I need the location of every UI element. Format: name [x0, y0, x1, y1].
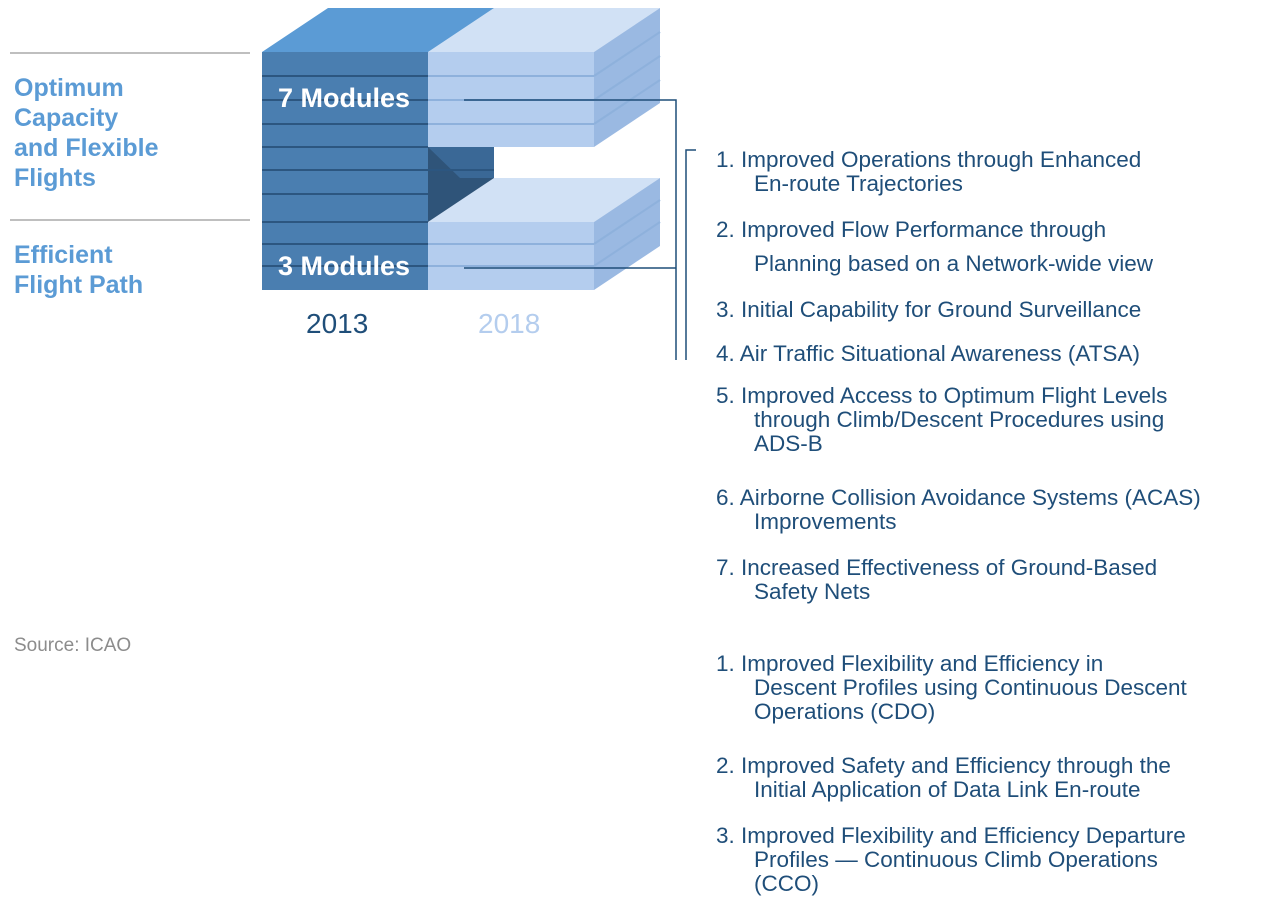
list-item: 4. Air Traffic Situational Awareness (AT… [716, 342, 1140, 366]
list-item-line: En-route Trajectories [754, 171, 963, 196]
list-item-line: Initial Application of Data Link En-rout… [754, 777, 1141, 802]
list-item: 5. Improved Access to Optimum Flight Lev… [716, 384, 1167, 456]
list-item-line: (CCO) [754, 871, 819, 896]
block-2018-bottom [428, 178, 661, 290]
divider-top [10, 52, 250, 54]
list-item-line: Operations (CDO) [754, 699, 936, 724]
list-item: 1. Improved Flexibility and Efficiency i… [716, 652, 1187, 724]
list-item-line: Profiles — Continuous Climb Operations [754, 847, 1158, 872]
module-block-diagram [262, 8, 696, 360]
list-item-line: through Climb/Descent Procedures using [754, 407, 1165, 432]
list-item-line: 3. Initial Capability for Ground Surveil… [716, 297, 1142, 322]
block-2013 [262, 8, 494, 290]
list-item-line: Planning based on a Network-wide view [754, 251, 1153, 276]
list-item-line: 2. Improved Flow Performance through [716, 217, 1107, 242]
list-item-line: 6. Airborne Collision Avoidance Systems … [716, 485, 1201, 510]
list-item-line: 1. Improved Operations through Enhanced [716, 147, 1142, 172]
list-item-line: Descent Profiles using Continuous Descen… [754, 675, 1187, 700]
year-2013: 2013 [306, 308, 369, 339]
list-item-line: Safety Nets [754, 579, 871, 604]
list-item: 2. Improved Safety and Efficiency throug… [716, 754, 1171, 802]
list-item-line: 1. Improved Flexibility and Efficiency i… [716, 651, 1104, 676]
list-item-line: 3. Improved Flexibility and Efficiency D… [716, 823, 1186, 848]
list-item: 3. Initial Capability for Ground Surveil… [716, 298, 1141, 322]
list-item: 6. Airborne Collision Avoidance Systems … [716, 486, 1201, 534]
list-item: 7. Increased Effectiveness of Ground-Bas… [716, 556, 1157, 604]
block-2018-top [428, 8, 661, 147]
divider-middle [10, 219, 250, 221]
modules-label-bottom: 3 Modules [278, 251, 411, 281]
list-item-line: 7. Increased Effectiveness of Ground-Bas… [716, 555, 1158, 580]
list-item: 3. Improved Flexibility and Efficiency D… [716, 824, 1186, 896]
list-item: 1. Improved Operations through Enhanced … [716, 148, 1141, 196]
list-item-line: 4. Air Traffic Situational Awareness (AT… [716, 341, 1140, 366]
list-item-line: Improvements [754, 509, 897, 534]
source-note: Source: ICAO [14, 635, 132, 656]
modules-label-top: 7 Modules [278, 83, 411, 113]
list-item-line: ADS-B [754, 431, 823, 456]
category-optimum-capacity: Optimum Capacity and Flexible Flights [14, 74, 159, 192]
category-efficient-flight-path: Efficient Flight Path [14, 241, 144, 299]
list-item: 2. Improved Flow Performance through Pla… [716, 218, 1153, 276]
list-item-line: 2. Improved Safety and Efficiency throug… [716, 753, 1171, 778]
connector-lines [464, 99, 696, 360]
list-item-line: 5. Improved Access to Optimum Flight Lev… [716, 383, 1168, 408]
year-2018: 2018 [478, 308, 541, 339]
